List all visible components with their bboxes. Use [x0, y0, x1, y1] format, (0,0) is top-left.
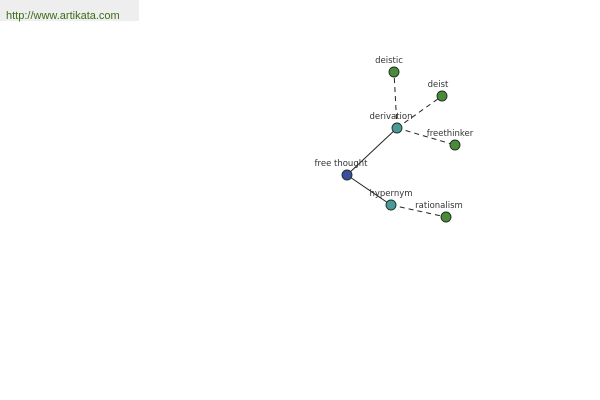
node-free-thought[interactable]: [341, 169, 353, 181]
url-bar: http://www.artikata.com: [0, 0, 139, 22]
node-rationalism[interactable]: [440, 211, 452, 223]
node-deistic[interactable]: [388, 66, 400, 78]
node-freethinker[interactable]: [449, 139, 461, 151]
node-label-rationalism: rationalism: [415, 201, 463, 211]
edge-free-thought-to-hypernym: [346, 174, 392, 206]
node-label-hypernym: hypernym: [369, 189, 412, 199]
site-url-link[interactable]: http://www.artikata.com: [6, 10, 120, 22]
edge-derivation-to-deistic: [393, 71, 398, 129]
node-derivation[interactable]: [391, 122, 403, 134]
node-label-deist: deist: [428, 80, 449, 90]
edge-hypernym-to-rationalism: [390, 204, 447, 218]
node-label-freethinker: freethinker: [427, 129, 474, 139]
node-label-derivation: derivation: [369, 112, 412, 122]
edge-free-thought-to-derivation: [346, 127, 398, 176]
node-hypernym[interactable]: [385, 199, 397, 211]
node-label-deistic: deistic: [375, 56, 403, 66]
edge-derivation-to-freethinker: [396, 127, 456, 146]
node-deist[interactable]: [436, 90, 448, 102]
node-label-free-thought: free thought: [315, 159, 369, 169]
edge-derivation-to-deist: [396, 95, 443, 129]
